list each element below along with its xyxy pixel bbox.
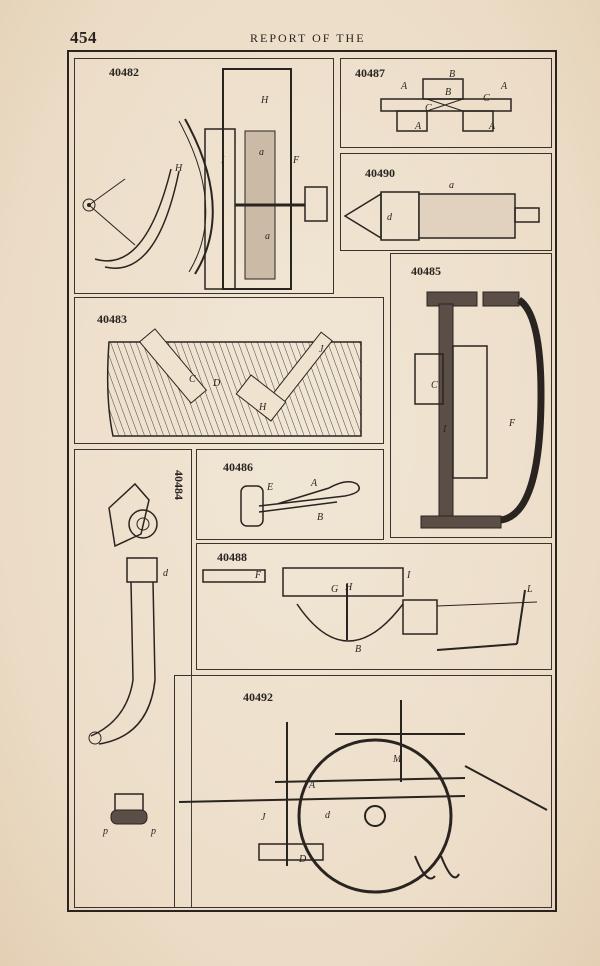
label-I: I bbox=[220, 155, 225, 166]
figure-number: 40490 bbox=[365, 166, 395, 180]
label-H: H bbox=[174, 163, 183, 174]
label-A: A bbox=[488, 121, 496, 132]
figure-40486: 40486 E A B bbox=[196, 449, 384, 540]
figure-40482-drawing: H H I F a a bbox=[82, 68, 328, 290]
figure-number: 40486 bbox=[223, 460, 253, 474]
label-F: F bbox=[254, 570, 262, 581]
figure-40488-drawing: F G H I L B bbox=[202, 567, 538, 655]
label-I: I bbox=[406, 570, 411, 581]
figure-number: 40483 bbox=[97, 312, 127, 326]
label-d: d bbox=[387, 212, 393, 223]
running-head: REPORT OF THE bbox=[250, 31, 366, 45]
label-B: B bbox=[445, 87, 451, 98]
figure-40486-drawing: E A B bbox=[240, 478, 360, 527]
label-B: B bbox=[355, 644, 361, 655]
figure-40484-drawing: d p p bbox=[88, 482, 169, 837]
figure-number: 40488 bbox=[217, 550, 247, 564]
plate-frame bbox=[67, 50, 557, 912]
figure-number: 40484 bbox=[172, 470, 186, 500]
label-C: C bbox=[483, 93, 490, 104]
label-F: F bbox=[508, 418, 516, 429]
label-H: H bbox=[258, 402, 267, 413]
label-A: A bbox=[310, 478, 318, 489]
figure-number: 40485 bbox=[411, 264, 441, 278]
label-a: a bbox=[449, 180, 454, 191]
figure-number: 40492 bbox=[243, 690, 273, 704]
label-C: C bbox=[425, 103, 432, 114]
figure-40492: 40492 M A J d D bbox=[174, 675, 552, 908]
label-p: p bbox=[150, 826, 156, 837]
label-E: E bbox=[266, 482, 273, 493]
figure-40482: 40482 H H I F a a bbox=[74, 58, 334, 294]
figure-number: 40487 bbox=[355, 66, 385, 80]
figure-40483-drawing: C D J H bbox=[106, 328, 362, 437]
figure-40487: 40487 B B A A A A C C bbox=[340, 58, 552, 148]
figure-40484: 40484 d p p bbox=[74, 449, 192, 908]
label-B: B bbox=[449, 69, 455, 80]
label-B: B bbox=[317, 512, 323, 523]
label-H: H bbox=[260, 95, 269, 106]
figure-40490: 40490 a d bbox=[340, 153, 552, 251]
label-A: A bbox=[400, 81, 408, 92]
label-D: D bbox=[212, 378, 221, 389]
figure-40485: 40485 C I F bbox=[390, 253, 552, 538]
label-M: M bbox=[392, 754, 402, 765]
label-L: L bbox=[526, 584, 533, 595]
label-I: I bbox=[442, 424, 447, 435]
label-F: F bbox=[292, 155, 300, 166]
figure-40488: 40488 F G H I L B bbox=[196, 543, 552, 670]
figure-40490-drawing: a d bbox=[343, 180, 540, 241]
label-H: H bbox=[344, 582, 353, 593]
label-G: G bbox=[331, 584, 338, 595]
figure-number: 40482 bbox=[109, 65, 139, 79]
label-A: A bbox=[308, 780, 316, 791]
label-D: D bbox=[298, 854, 307, 865]
label-C: C bbox=[431, 380, 438, 391]
figure-40492-drawing: M A J d D bbox=[178, 700, 548, 894]
page-number: 454 bbox=[70, 28, 97, 47]
label-A: A bbox=[500, 81, 508, 92]
label-d: d bbox=[163, 568, 169, 579]
figure-40487-drawing: B B A A A A C C bbox=[380, 69, 512, 132]
label-a: a bbox=[259, 147, 264, 158]
figure-40485-drawing: C I F bbox=[414, 291, 545, 529]
label-A: A bbox=[414, 121, 422, 132]
page-header: 454 REPORT OF THE bbox=[0, 28, 600, 48]
label-d: d bbox=[325, 810, 331, 821]
label-J: J bbox=[261, 812, 266, 823]
label-C: C bbox=[189, 374, 196, 385]
label-p: p bbox=[102, 826, 108, 837]
figure-40483: 40483 C D J H bbox=[74, 297, 384, 444]
label-a: a bbox=[265, 231, 270, 242]
label-J: J bbox=[319, 344, 324, 355]
